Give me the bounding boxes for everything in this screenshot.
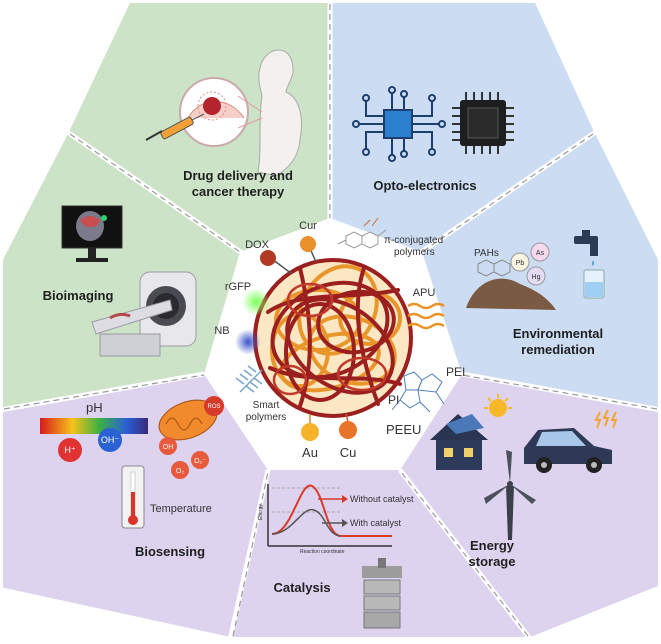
cur-molecule (300, 236, 317, 263)
cur-label: Cur (299, 220, 317, 232)
apu-chains (407, 302, 445, 330)
pb-label: Pb (516, 260, 525, 267)
h-plus-label: H⁺ (64, 445, 75, 455)
pei-label: PEI (446, 365, 465, 379)
pi-conjugated-structure (337, 217, 387, 249)
pi-conjugated-label-1: π-conjugated (384, 235, 443, 246)
cu-nanoparticle (339, 413, 357, 439)
energy-diagram (267, 484, 392, 547)
faucet-icon (574, 230, 605, 299)
rgfp-label: rGFP (225, 281, 251, 293)
smart-polymers-label-2: polymers (246, 412, 287, 423)
h-plus-icon (58, 438, 82, 462)
oh-radical-label: OH (163, 444, 174, 451)
temperature-label: Temperature (150, 503, 212, 515)
drug-delivery-label-2: cancer therapy (192, 184, 285, 199)
chip-icon (452, 92, 514, 154)
peeu-label: PEEU (386, 422, 421, 437)
thermometer-icon (121, 465, 145, 529)
au-label: Au (302, 445, 318, 460)
oh-minus-label: OH⁻ (101, 435, 120, 445)
soil-icon (466, 278, 556, 310)
pei-network (391, 371, 445, 413)
au-nanoparticle (301, 414, 319, 441)
apu-label: APU (413, 287, 436, 299)
bioimaging-label: Bioimaging (43, 288, 114, 303)
reaction-axis-label: Reaction coordinate (300, 549, 345, 555)
pi-label: PI (388, 393, 399, 407)
nb-label: NB (214, 325, 229, 337)
rgfp-icon (242, 288, 270, 316)
o2-icon (171, 461, 189, 479)
electric-car-icon (524, 409, 618, 473)
energy-axis-label: Energy (258, 504, 264, 520)
oh-radical-icon (159, 437, 177, 455)
pahs-molecule-icon (477, 259, 511, 277)
solar-house-icon (430, 394, 512, 470)
o2-minus-icon (191, 451, 209, 469)
catalysis-label: Catalysis (273, 580, 330, 595)
dashed-dividers (3, 4, 658, 637)
hg-label: Hg (532, 274, 541, 281)
cu-label: Cu (340, 445, 357, 460)
environmental-label-2: remediation (521, 342, 595, 357)
energy-label-2: storage (469, 554, 516, 569)
pi-conjugated-label-2: polymers (394, 247, 435, 258)
monitor-icon (61, 205, 123, 262)
ph-scale (40, 418, 148, 434)
o2-label: O₂ (176, 468, 184, 475)
polymer-network (253, 258, 413, 418)
pahs-label: PAHs (474, 248, 499, 259)
wind-turbine-icon (484, 450, 536, 540)
smart-polymers-label-1: Smart (253, 400, 280, 411)
biosensing-label: Biosensing (135, 544, 205, 559)
drug-delivery-label-1: Drug delivery and (183, 168, 293, 183)
reactor-icon (362, 558, 402, 629)
ros-icon (204, 396, 224, 416)
o2-minus-label: O₂⁻ (194, 458, 206, 465)
dox-molecule (260, 250, 293, 275)
circuit-icon (352, 86, 446, 162)
drug-delivery-illustration (145, 49, 302, 177)
ph-label: pH (86, 400, 103, 415)
nb-icon (235, 329, 261, 355)
dox-label: DOX (245, 239, 270, 251)
environmental-label-1: Environmental (513, 326, 603, 341)
with-catalyst-label: With catalyst (350, 518, 402, 528)
without-catalyst-label: Without catalyst (350, 494, 414, 504)
energy-label-1: Energy (470, 538, 515, 553)
metal-ion-icons (510, 242, 550, 286)
mri-scanner-icon (91, 271, 197, 357)
opto-electronics-label: Opto-electronics (373, 178, 476, 193)
ros-label: ROS (207, 404, 220, 410)
smart-polymer-brush (235, 365, 263, 393)
oh-minus-icon (98, 428, 122, 452)
as-label: As (536, 250, 545, 257)
